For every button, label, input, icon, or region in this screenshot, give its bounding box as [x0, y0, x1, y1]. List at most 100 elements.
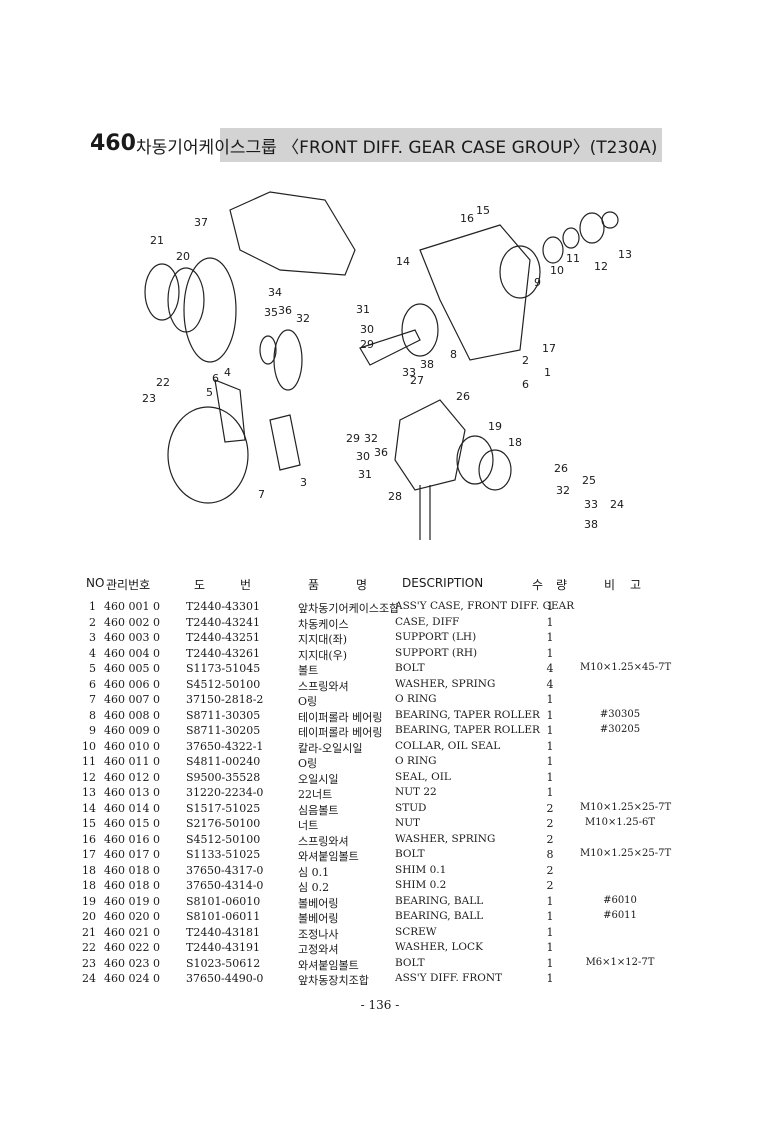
row-drawing-number: 37650-4317-0 [186, 863, 264, 877]
row-remarks: M10×1.25-6T [584, 817, 656, 828]
collar-10 [542, 236, 564, 264]
row-description: BEARING, TAPER ROLLER [395, 724, 540, 736]
row-quantity: 1 [546, 631, 554, 644]
row-code: 460 006 0 [104, 677, 160, 691]
label-36: 36 [278, 304, 292, 317]
row-drawing-number: S4811-00240 [186, 755, 261, 768]
row-korean-name: O링 [298, 757, 318, 770]
row-no: 2 [89, 615, 96, 629]
row-description: WASHER, SPRING [395, 832, 496, 845]
row-description: SUPPORT (RH) [395, 646, 478, 659]
support-3 [269, 414, 301, 471]
row-korean-name: 볼베어링 [298, 912, 339, 925]
row-drawing-number: S9500-35528 [186, 770, 261, 784]
row-code: 460 021 0 [104, 925, 160, 939]
row-drawing-number: S1133-51025 [186, 848, 261, 861]
label-10: 10 [550, 264, 564, 277]
row-korean-name: 고정와셔 [298, 943, 339, 956]
row-korean-name: 심 0.2 [298, 881, 330, 894]
shim-18 [478, 449, 512, 491]
row-quantity: 2 [546, 801, 554, 815]
row-code: 460 018 0 [104, 879, 160, 892]
row-description: SCREW [395, 925, 437, 938]
group-number: 460 [90, 131, 136, 156]
row-drawing-number: T2440-43191 [186, 941, 261, 954]
diff-case [419, 224, 531, 361]
label-38: 38 [420, 358, 434, 371]
row-drawing-number: T2440-43251 [186, 631, 261, 644]
row-korean-name: 스프링와셔 [298, 679, 349, 693]
row-quantity: 1 [546, 755, 554, 768]
row-drawing-number: 31220-2234-0 [186, 786, 264, 799]
row-quantity: 1 [546, 708, 554, 722]
label-32b: 32 [364, 432, 378, 445]
label-31: 31 [356, 303, 370, 316]
row-korean-name: 조정나사 [298, 927, 339, 941]
label-14: 14 [396, 255, 410, 268]
row-quantity: 1 [546, 693, 554, 706]
bearing-19 [456, 435, 494, 485]
row-code: 460 004 0 [104, 646, 160, 660]
header-desc: DESCRIPTION [402, 576, 484, 590]
row-no: 14 [82, 801, 96, 815]
row-no: 17 [82, 848, 96, 861]
label-7: 7 [258, 488, 265, 501]
row-korean-name: 앞차동기어케이스조합 [298, 602, 400, 615]
row-quantity: 1 [546, 739, 554, 753]
row-description: SHIM 0.2 [395, 879, 447, 891]
row-drawing-number: S4512-50100 [186, 677, 261, 691]
row-korean-name: 오일시일 [298, 772, 339, 786]
label-30: 30 [360, 323, 374, 336]
row-drawing-number: S8101-06010 [186, 894, 261, 908]
ring-gear-34 [183, 257, 237, 363]
row-code: 460 013 0 [104, 786, 160, 799]
row-description: BOLT [395, 662, 425, 674]
row-code: 460 024 0 [104, 972, 160, 985]
label-27: 27 [410, 374, 424, 387]
row-remarks: #30305 [599, 708, 641, 720]
row-no: 6 [89, 677, 96, 691]
row-quantity: 8 [546, 848, 554, 861]
row-description: BOLT [395, 956, 425, 969]
row-description: O RING [395, 693, 437, 705]
row-korean-name: 스프링와셔 [298, 834, 349, 848]
label-22: 22 [156, 376, 170, 389]
row-code: 460 005 0 [104, 662, 160, 675]
row-code: 460 016 0 [104, 832, 160, 846]
label-6: 6 [522, 378, 529, 391]
label-23: 23 [142, 392, 156, 405]
row-description: NUT 22 [395, 786, 437, 798]
row-no: 12 [82, 770, 96, 784]
row-no: 3 [89, 631, 96, 644]
row-description: SHIM 0.1 [395, 863, 447, 876]
row-remarks: M10×1.25×25-7T [580, 848, 672, 859]
label-21: 21 [150, 234, 164, 247]
row-description: COLLAR, OIL SEAL [395, 739, 501, 752]
label-30b: 30 [356, 450, 370, 463]
label-32: 32 [296, 312, 310, 325]
row-drawing-number: T2440-43181 [186, 925, 261, 939]
row-remarks: #6011 [603, 910, 637, 921]
row-description: O RING [395, 755, 437, 767]
row-quantity: 1 [546, 615, 554, 629]
row-drawing-number: S1517-51025 [186, 801, 261, 815]
label-12: 12 [594, 260, 608, 273]
label-26b: 26 [554, 462, 568, 475]
label-9: 9 [534, 276, 541, 289]
label-24: 24 [610, 498, 624, 511]
row-korean-name: 와셔붙임볼트 [298, 958, 359, 972]
row-korean-name: 22너트 [298, 788, 333, 801]
row-description: BEARING, TAPER ROLLER [395, 708, 540, 721]
row-description: BEARING, BALL [395, 894, 484, 907]
label-11: 11 [566, 252, 580, 265]
row-no: 19 [82, 894, 96, 908]
